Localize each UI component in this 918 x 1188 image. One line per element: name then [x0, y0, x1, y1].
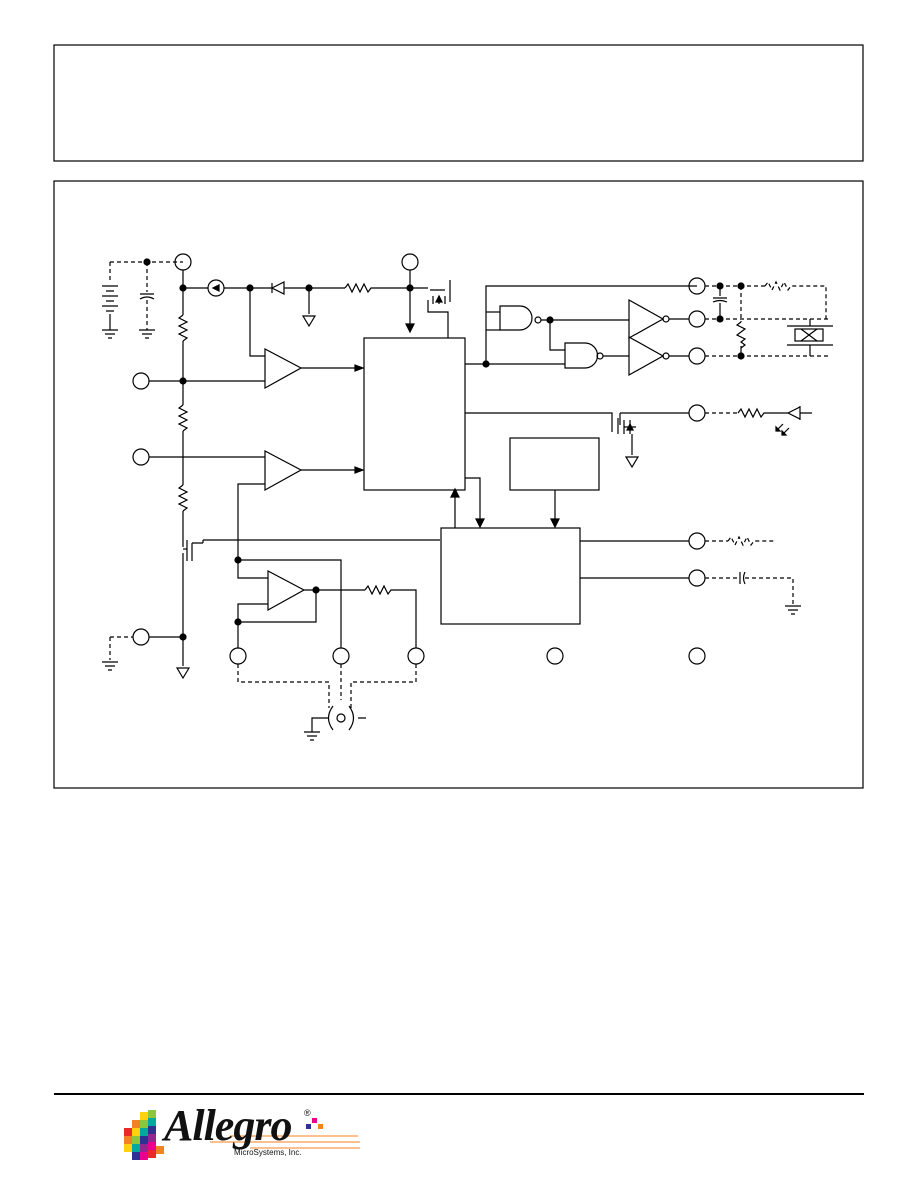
ground-arrow-1 — [175, 667, 191, 680]
pin-right-3 — [688, 347, 706, 365]
feedback-resistor — [364, 584, 417, 648]
led-transistor — [617, 412, 689, 455]
supply-capacitor — [139, 262, 155, 339]
driver-1 — [628, 298, 665, 340]
driver-2 — [628, 335, 665, 377]
logo-subtitle: MicroSystems, Inc. — [234, 1148, 302, 1157]
divider-resistor-2 — [177, 404, 189, 432]
footer-rule — [54, 1093, 864, 1095]
ground-symbol-1 — [102, 661, 118, 671]
logo-registered-mark: ® — [304, 1108, 311, 1118]
ground-arrow-2 — [301, 315, 317, 328]
pin-bottom-2 — [332, 647, 350, 665]
amplifier — [267, 570, 306, 612]
pin-bottom-1 — [229, 647, 247, 665]
diagram-frame — [53, 180, 864, 789]
feedback-resistor-2 — [764, 280, 827, 319]
horn-resistor — [735, 321, 747, 349]
led-diode — [786, 406, 812, 420]
pin-right-6 — [688, 569, 706, 587]
comparator-2 — [264, 450, 303, 492]
oscillator-block — [440, 527, 581, 625]
timing-capacitor — [739, 571, 746, 585]
divider-transistor — [182, 537, 440, 637]
pin-right-2 — [688, 310, 706, 328]
pin-vss — [132, 628, 150, 646]
pin-right-5 — [688, 532, 706, 550]
allegro-logo-mark — [124, 1110, 360, 1160]
junction-dot — [143, 258, 151, 266]
piezo-horn — [787, 319, 833, 356]
led-resistor — [737, 407, 788, 419]
divider-resistor-1 — [177, 314, 189, 342]
pin-top-mid — [401, 253, 419, 271]
series-resistor-1 — [344, 282, 410, 294]
nand-gate-1 — [499, 305, 533, 331]
header-box — [53, 44, 864, 162]
reference-block — [509, 437, 600, 491]
pin-bottom-5 — [688, 647, 706, 665]
comparator-1 — [264, 348, 303, 390]
pin-left-1 — [132, 372, 150, 390]
timing-resistor — [727, 535, 775, 547]
logo-wordmark: Allegro — [164, 1101, 292, 1150]
output-transistor-1 — [427, 280, 451, 338]
ground-symbol-2 — [785, 605, 801, 615]
logic-block — [363, 337, 466, 491]
pin-bottom-4 — [546, 647, 564, 665]
ground-arrow-3 — [624, 456, 640, 469]
pin-left-2 — [132, 448, 150, 466]
diode-1 — [270, 281, 345, 295]
allegro-logo[interactable]: Allegro ® MicroSystems, Inc. — [118, 1100, 368, 1170]
pin-bottom-3 — [407, 647, 425, 665]
nand-gate-2 — [564, 342, 599, 369]
piezo-sensor — [304, 705, 366, 741]
divider-resistor-3 — [177, 484, 189, 512]
pin-right-4 — [688, 404, 706, 422]
battery-symbol — [102, 261, 183, 339]
